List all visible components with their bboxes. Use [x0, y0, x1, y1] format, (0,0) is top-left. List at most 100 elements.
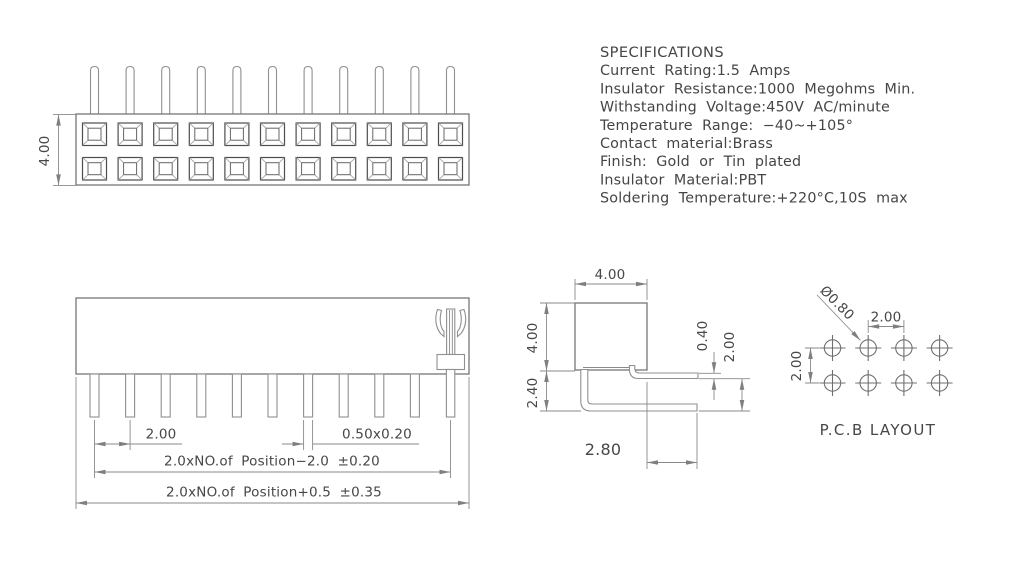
- dim-label-top-view-height: 4.00: [37, 136, 53, 167]
- front-view-pin: [374, 373, 385, 418]
- front-view-span-dimension: 2.0xNO.of Position−2.0 ±0.20: [94, 420, 451, 478]
- dim-label-overall: 2.0xNO.of Position+0.5 ±0.35: [166, 485, 382, 501]
- socket-opening: [402, 122, 428, 147]
- side-view-body: [574, 302, 648, 371]
- specifications-block: SPECIFICATIONS Current Rating:1.5 Amps I…: [599, 44, 915, 207]
- front-view-pin: [231, 373, 242, 418]
- socket-opening: [402, 156, 428, 181]
- specifications-title: SPECIFICATIONS: [600, 44, 724, 61]
- dim-label-row-pitch: 2.00: [722, 332, 738, 363]
- pcb-hole-diameter-callout: Ø0.80: [816, 283, 861, 341]
- dim-label-pin-section: 0.50x0.20: [342, 427, 412, 443]
- pcb-pad: [819, 335, 846, 361]
- top-view-pin: [339, 65, 349, 115]
- dim-label-side-width: 4.00: [595, 267, 626, 283]
- socket-opening: [437, 156, 464, 181]
- spec-line: Temperature Range: −40~+105°: [599, 118, 853, 134]
- top-view-pin: [410, 65, 420, 115]
- side-view-lower-pin: [580, 368, 698, 412]
- dim-label-pcb-vertical-pitch: 2.00: [789, 351, 805, 382]
- spec-line: Soldering Temperature:+220°C,10S max: [600, 191, 908, 207]
- front-view-pin: [267, 373, 278, 418]
- front-view-pin: [338, 373, 349, 418]
- spec-line: Withstanding Voltage:450V AC/minute: [600, 100, 890, 116]
- top-view-pin: [161, 65, 171, 115]
- top-view-pin: [267, 65, 278, 115]
- pcb-pad: [890, 370, 917, 396]
- dim-label-hole-diameter: Ø0.80: [816, 283, 857, 324]
- dim-label-side-below-body: 2.40: [525, 378, 541, 409]
- socket-opening: [153, 156, 179, 181]
- pcb-pad: [890, 335, 917, 361]
- pcb-pads: [819, 335, 953, 396]
- dim-label-front-pitch: 2.00: [146, 427, 177, 443]
- front-view-pin: [89, 373, 100, 418]
- socket-opening: [153, 122, 179, 147]
- dim-label-side-body-height: 4.00: [525, 323, 541, 354]
- top-view: 4.00: [37, 65, 470, 186]
- dim-label-span: 2.0xNO.of Position−2.0 ±0.20: [164, 454, 380, 470]
- top-view-pin: [445, 65, 456, 115]
- socket-opening: [331, 122, 357, 147]
- front-view-pin: [196, 373, 207, 418]
- pcb-vertical-pitch-dimension: 2.00: [789, 347, 819, 384]
- socket-opening: [331, 156, 357, 181]
- top-view-pin: [196, 65, 206, 115]
- front-view-pin: [409, 373, 420, 418]
- side-view: 4.00 4.00 2.40 0.40 2.00 2.80: [525, 267, 750, 469]
- socket-opening: [224, 122, 250, 147]
- pcb-pad: [855, 370, 882, 396]
- socket-opening: [259, 122, 286, 147]
- socket-opening: [437, 122, 464, 147]
- socket-opening: [188, 122, 214, 147]
- contact-clip-tail: [445, 368, 456, 418]
- dim-label-tail-length: 2.80: [585, 440, 621, 459]
- top-view-pin: [125, 65, 135, 115]
- top-view-socket-grid: [81, 122, 464, 181]
- socket-opening: [188, 156, 214, 181]
- front-view-overall-dimension: 2.0xNO.of Position+0.5 ±0.35: [75, 377, 470, 509]
- spec-line: Contact material:Brass: [600, 136, 773, 152]
- pcb-layout-view: Ø0.80 2.00 2.00 P.C.B LAYOUT: [789, 283, 953, 439]
- side-view-upper-pin: [628, 364, 699, 380]
- front-view-pin-section-callout: 0.50x0.20: [282, 420, 419, 450]
- top-view-pin: [89, 65, 100, 115]
- contact-clip: [435, 308, 467, 418]
- socket-opening: [259, 156, 286, 181]
- top-view-pin: [303, 65, 313, 115]
- socket-opening: [117, 122, 143, 147]
- front-view-body: [75, 297, 470, 375]
- top-view-pins: [89, 65, 456, 115]
- front-view-pin: [303, 373, 314, 418]
- front-view-pins: [89, 373, 420, 418]
- pcb-pad: [819, 370, 846, 396]
- pcb-pad: [926, 335, 953, 361]
- spec-line: Current Rating:1.5 Amps: [600, 63, 790, 79]
- spec-line: Insulator Material:PBT: [600, 172, 766, 188]
- spec-line: Finish: Gold or Tin plated: [600, 154, 801, 170]
- front-view-pin: [160, 373, 171, 418]
- side-view-row-pitch-dimension: 2.00: [699, 332, 750, 412]
- socket-opening: [366, 122, 392, 147]
- top-view-height-dimension: 4.00: [37, 114, 76, 186]
- socket-opening: [117, 156, 143, 181]
- pcb-pad: [926, 370, 953, 396]
- pcb-pad: [855, 335, 882, 361]
- socket-opening: [366, 156, 392, 181]
- socket-opening: [81, 156, 108, 181]
- front-view: 2.00 0.50x0.20 2.0xNO.of Position−2.0 ±0…: [75, 297, 470, 509]
- front-view-pin: [125, 373, 136, 418]
- socket-opening: [295, 122, 321, 147]
- pcb-layout-caption: P.C.B LAYOUT: [820, 421, 937, 439]
- top-view-pin: [232, 65, 242, 115]
- pcb-horizontal-pitch-dimension: 2.00: [867, 310, 905, 333]
- dim-label-pin-thickness: 0.40: [695, 321, 711, 352]
- front-view-pitch-dimension: 2.00: [94, 420, 182, 478]
- spec-line: Insulator Resistance:1000 Megohms Min.: [600, 81, 915, 97]
- socket-opening: [295, 156, 321, 181]
- side-view-height-dimensions: 4.00 2.40: [525, 302, 581, 412]
- socket-opening: [224, 156, 250, 181]
- socket-opening: [81, 122, 108, 147]
